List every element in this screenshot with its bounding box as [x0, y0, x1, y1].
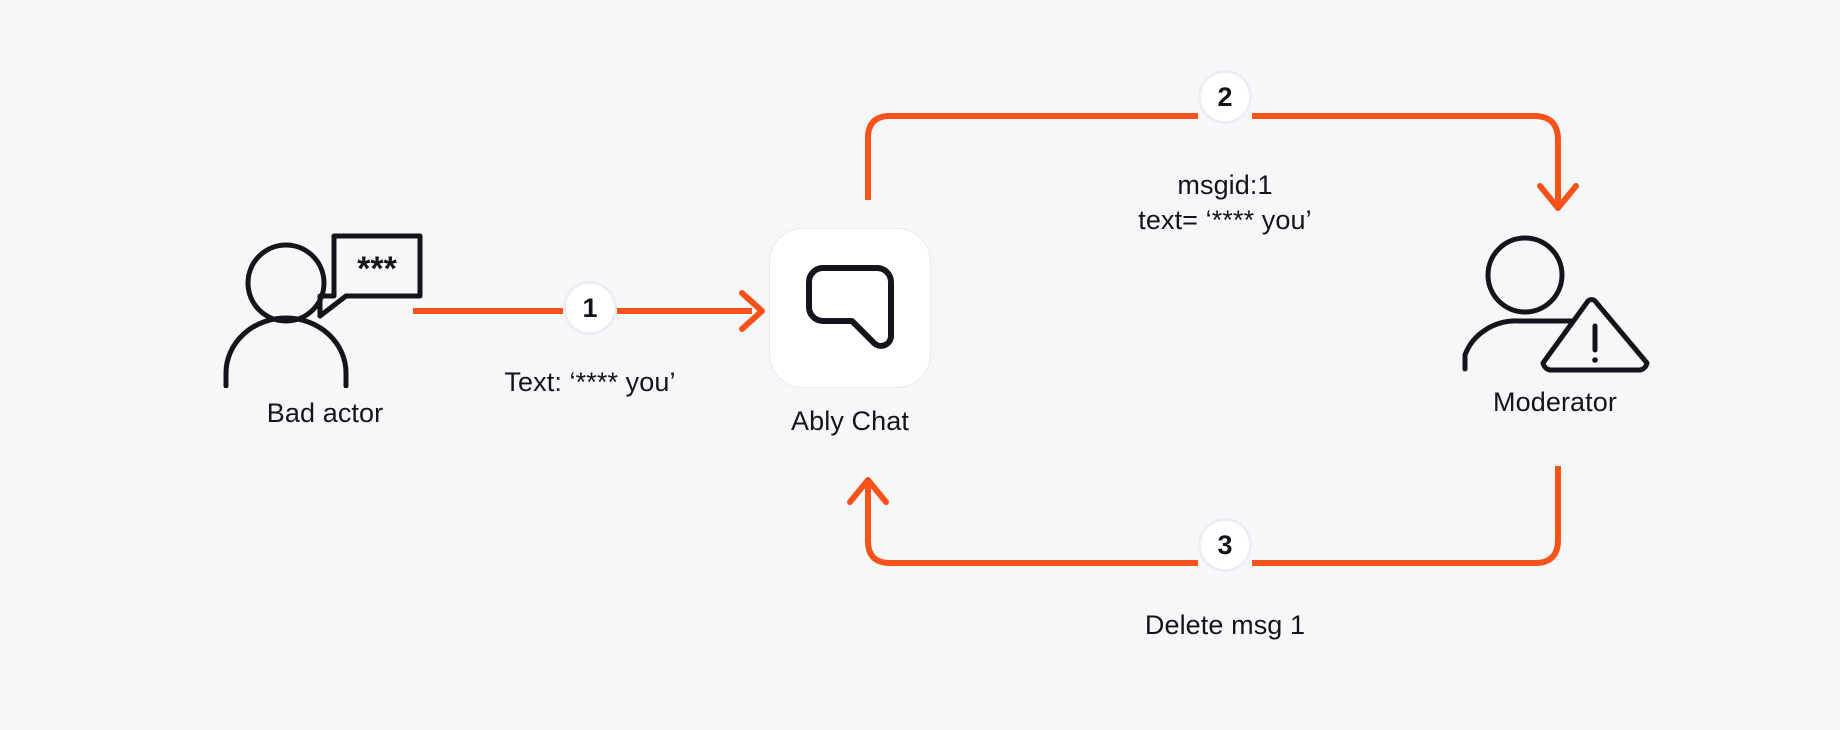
connector-step-3 [847, 466, 1561, 566]
ably-chat-card[interactable] [769, 228, 931, 388]
step-badge-3: 3 [1198, 518, 1252, 572]
connector-step-1 [413, 290, 765, 332]
speech-bubble-text: *** [357, 250, 397, 288]
node-moderator: Moderator [1410, 233, 1700, 418]
user-with-warning-icon [1462, 235, 1650, 373]
node-label-ably-chat: Ably Chat [791, 406, 909, 436]
step-label-1: Text: ‘**** you’ [504, 367, 676, 397]
node-label-moderator: Moderator [1493, 387, 1617, 417]
step-label-2: msgid:1 text= ‘**** you’ [1138, 170, 1312, 235]
step-label-3: Delete msg 1 [1144, 610, 1306, 640]
node-ably-chat: Ably Chat [740, 228, 960, 437]
node-bad-actor: *** Bad actor [180, 228, 470, 429]
user-with-speech-bubble-icon: *** [223, 233, 423, 388]
step-badge-2: 2 [1198, 70, 1252, 124]
step-badge-1: 1 [563, 281, 617, 335]
node-label-bad-actor: Bad actor [266, 398, 384, 428]
connector-step-2 [865, 113, 1579, 211]
chat-bubble-icon [806, 265, 894, 349]
